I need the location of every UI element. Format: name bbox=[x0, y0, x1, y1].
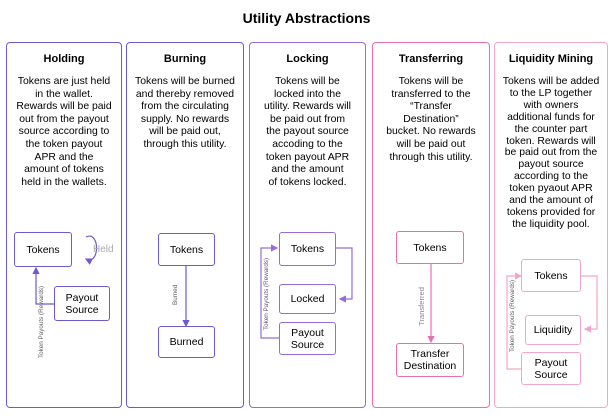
column-transferring: Transferring Tokens will be transferred … bbox=[372, 42, 490, 408]
liquidity-box: Liquidity bbox=[525, 315, 581, 345]
token-payouts-label: Token Payouts (Rewards) bbox=[263, 257, 270, 330]
column-heading: Burning bbox=[163, 53, 207, 65]
column-holding: Holding Tokens are just held in the wall… bbox=[6, 42, 122, 408]
tokens-box: Tokens bbox=[279, 232, 336, 266]
column-heading: Liquidity Mining bbox=[508, 53, 594, 65]
transferred-arrow-label: Transferred bbox=[417, 287, 426, 326]
column-liquidity-mining: Liquidity Mining Tokens will be added to… bbox=[494, 42, 608, 408]
column-description: Tokens will be locked into the utility. … bbox=[264, 76, 351, 188]
column-locking: Locking Tokens will be locked into the u… bbox=[249, 42, 366, 408]
tokens-box: Tokens bbox=[396, 231, 464, 264]
diagram-title: Utility Abstractions bbox=[242, 10, 371, 26]
payout-source-box: Payout Source bbox=[521, 352, 581, 385]
locked-box: Locked bbox=[279, 284, 336, 314]
burned-box: Burned bbox=[158, 326, 215, 358]
transfer-destination-box: Transfer Destination bbox=[396, 343, 464, 377]
column-description: Tokens will be added to the LP together … bbox=[502, 76, 600, 230]
column-heading: Locking bbox=[286, 53, 329, 65]
payout-source-box: Payout Source bbox=[279, 322, 336, 355]
column-heading: Transferring bbox=[398, 53, 464, 65]
tokens-box: Tokens bbox=[521, 259, 581, 292]
tokens-box: Tokens bbox=[158, 233, 215, 266]
token-payouts-label: Token Payouts (Rewards) bbox=[38, 285, 45, 358]
column-description: Tokens will be transferred to the “Trans… bbox=[386, 76, 476, 163]
column-description: Tokens are just held in the wallet. Rewa… bbox=[16, 76, 112, 188]
column-burning: Burning Tokens will be burned and thereb… bbox=[126, 42, 244, 408]
burned-arrow-label: Burned bbox=[172, 284, 179, 305]
column-heading: Holding bbox=[43, 53, 85, 65]
payout-source-box: Payout Source bbox=[54, 286, 110, 321]
column-description: Tokens will be burned and thereby remove… bbox=[135, 76, 235, 150]
held-label: Held bbox=[93, 244, 114, 255]
token-payouts-label: Token Payouts (Rewards) bbox=[509, 279, 516, 352]
tokens-box: Tokens bbox=[14, 232, 72, 267]
